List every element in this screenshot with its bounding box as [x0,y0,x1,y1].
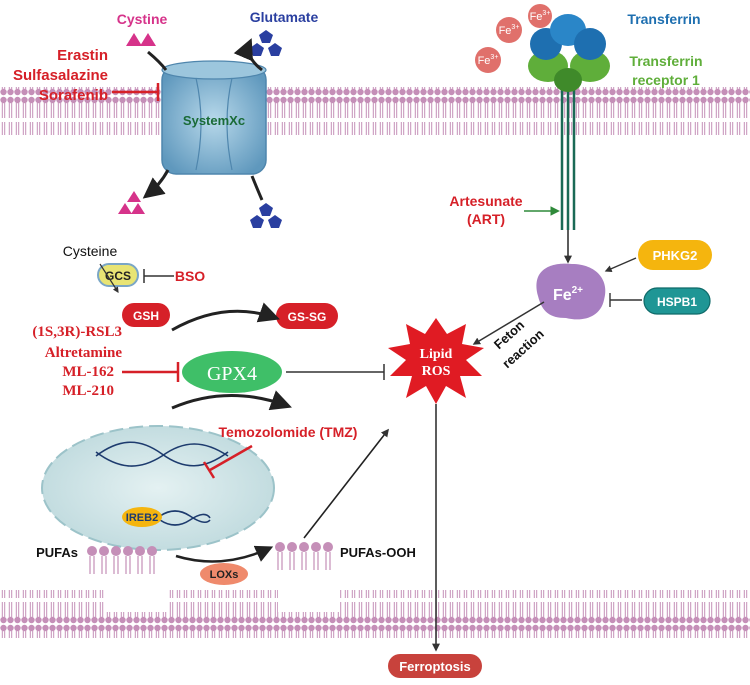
xc-arrow-bottom-out [142,169,170,199]
membrane-gap-right [278,586,340,612]
cystine-label: Cystine [117,11,168,27]
artesunate-label-1: Artesunate [449,193,522,209]
fe2-ion [536,263,606,320]
gssg-node [276,303,338,329]
gpx4-enzyme [182,351,282,393]
gssg-label: GS-SG [288,310,327,324]
glutamate-label: Glutamate [250,9,319,25]
cysteine-to-gsh-arrow [99,263,119,294]
tfr1-label-1: Transferrin [629,53,702,69]
pufas-ooh-to-ros-arrow [303,428,389,539]
lipid-ros-starburst [388,318,484,404]
lipid-ros-label-1: Lipid [420,347,453,362]
fe3-ion-icon [475,4,552,73]
transferrin-receptor-icon [528,14,610,230]
inhibitor-erastin: Erastin [57,47,108,64]
phkg2-label: PHKG2 [653,248,698,263]
lipid-ros-label-2: ROS [422,364,451,379]
gpx4-label: GPX4 [207,363,257,385]
pufas-ooh-label: PUFAs-OOH [340,545,416,560]
gsh-to-gssg-arrow [171,302,280,332]
inhibitor-rsl3: (1S,3R)-RSL3 [32,324,122,340]
ferroptosis-label: Ferroptosis [399,659,471,674]
ferroptosis-node [388,654,482,678]
tmz-inhibition-line [209,444,253,472]
gcs-enzyme [97,263,139,287]
inhibitor-ml210: ML-210 [62,383,114,399]
inhibitor-altretamine: Altretamine [45,345,123,361]
artesunate-label-2: (ART) [467,211,505,227]
bso-label: BSO [175,268,205,284]
phkg2-to-fe2-arrow [604,257,637,272]
hspb1-label: HSPB1 [657,295,697,309]
hspb1-node [643,287,711,315]
systemxc-transporter [161,60,267,175]
cysteine-label: Cysteine [63,243,118,259]
systemxc-label: SystemXc [183,113,245,128]
gcs-label: GCS [105,269,131,283]
fe2-label: Fe2+ [553,285,583,304]
inhibitor-ml162: ML-162 [62,364,114,380]
loxs-label: LOXs [210,569,239,581]
phkg2-node [638,240,712,270]
xc-arrow-top-in [147,50,168,71]
gsh-node [122,303,170,327]
pufas-ooh-lipid-icon [275,542,333,570]
pufas-lipid-icon [87,546,157,574]
tfr1-label-2: receptor 1 [632,72,700,88]
gsh-label: GSH [133,309,159,323]
gpx4-lower-arrow [171,390,292,411]
glutamate-icon [250,30,282,56]
cystine-inside-icon [118,191,145,214]
ireb2-label: IREB2 [126,512,158,524]
cystine-icon [126,33,156,46]
xc-arrow-bottom-in [250,175,264,201]
transferrin-label: Transferrin [627,11,700,27]
inhibitor-sorafenib: Sorafenib [39,87,108,104]
ireb2-node [122,507,162,527]
fe2-to-ros-arrow [472,301,545,345]
cell-membrane-top [0,87,750,135]
inhibitor-sulfasalazine: Sulfasalazine [13,67,108,84]
pufas-label: PUFAs [36,545,78,560]
pufas-to-ooh-arrow [175,545,274,563]
fe3-label-1: Fe3+ [499,24,520,37]
tmz-inhibition-bar [202,461,216,479]
glutamate-inside-icon [250,203,282,228]
fe3-label-3: Fe3+ [530,10,551,23]
nucleus [41,425,275,551]
fe3-label-2: Fe3+ [478,54,499,67]
xc-arrow-top-out [233,38,263,72]
loxs-enzyme [200,563,248,585]
membrane-gap-left [106,586,168,612]
tmz-label: Temozolomide (TMZ) [219,424,358,440]
